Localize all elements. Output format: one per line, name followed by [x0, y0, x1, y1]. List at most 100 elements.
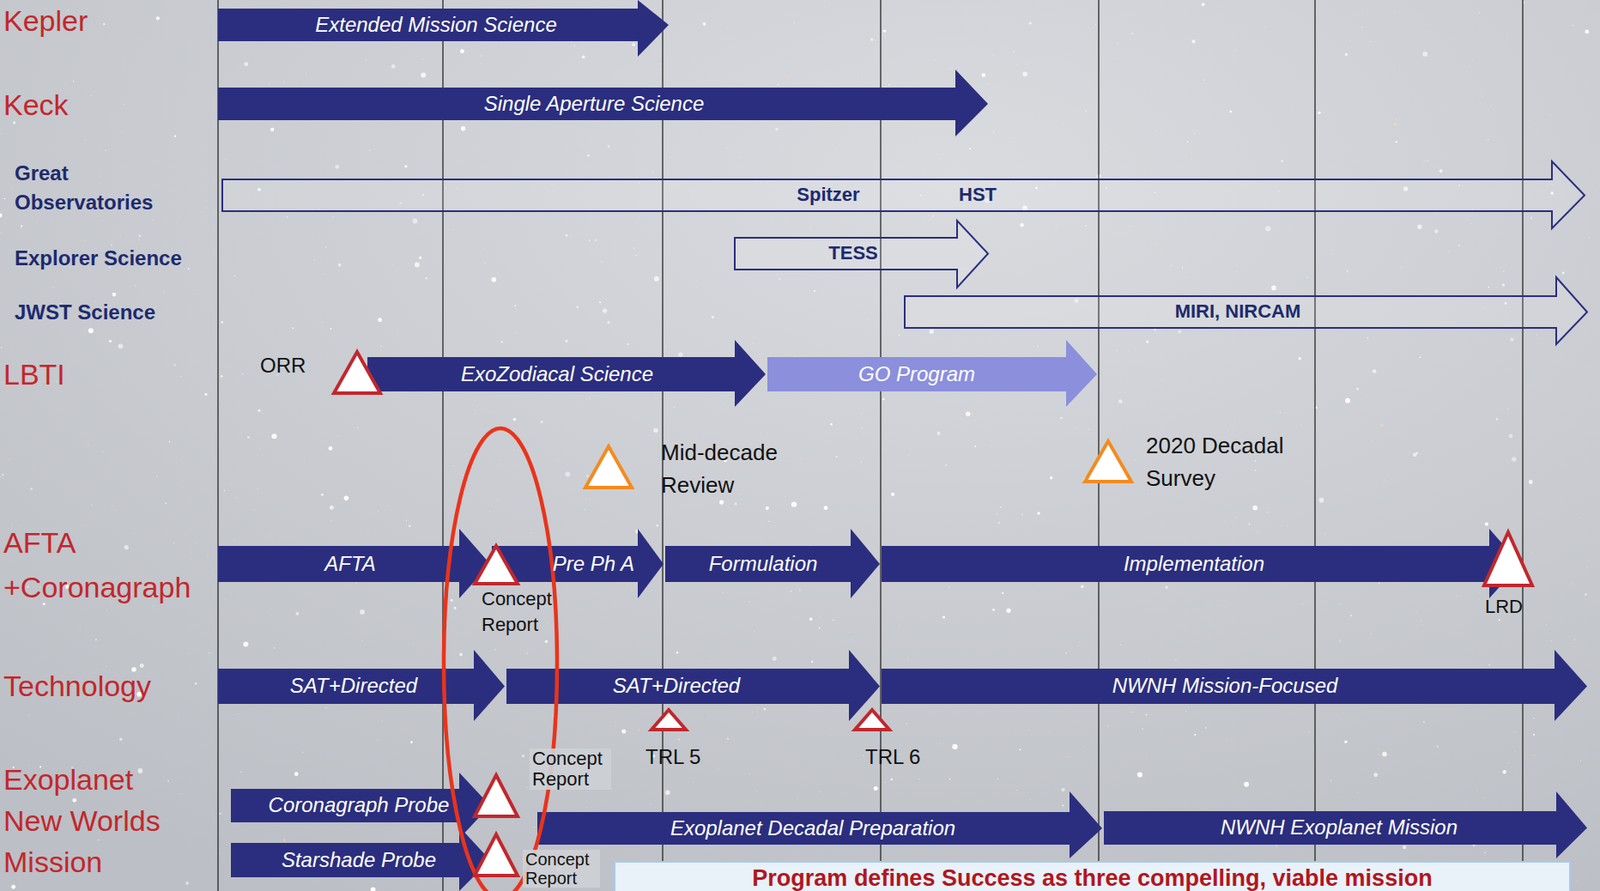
star — [270, 613, 273, 616]
timeline-arrow: MIRI, NIRCAM — [904, 277, 1588, 345]
star — [1429, 30, 1431, 32]
star — [1502, 283, 1505, 286]
star — [165, 818, 168, 820]
row-label: LBTI — [3, 357, 66, 392]
star — [1378, 582, 1380, 584]
star — [578, 400, 581, 403]
star — [606, 321, 610, 324]
star — [1164, 585, 1169, 589]
year-gridlines — [218, 0, 1523, 891]
star — [1148, 658, 1151, 661]
timeline-arrow: SpitzerHST — [222, 161, 1585, 229]
star — [104, 149, 107, 152]
star — [1511, 456, 1516, 461]
star — [1448, 250, 1450, 253]
star — [770, 648, 773, 650]
star — [1300, 424, 1303, 426]
star — [474, 412, 477, 414]
star — [1206, 600, 1208, 603]
star — [1200, 542, 1202, 545]
star — [1370, 440, 1373, 443]
star — [709, 660, 711, 663]
star — [1372, 369, 1377, 374]
star — [1029, 21, 1032, 25]
timeline-arrow: NWNH Exoplanet Mission — [1103, 791, 1588, 859]
star — [1499, 272, 1502, 274]
star — [1185, 277, 1187, 279]
arrow-label: Coronagraph Probe — [268, 793, 450, 819]
arrow-path — [222, 161, 1585, 229]
star — [1487, 139, 1489, 140]
star — [359, 609, 365, 615]
arrow-path — [367, 339, 766, 407]
star — [693, 633, 696, 636]
star — [156, 16, 160, 20]
text-holder: TESS — [828, 242, 878, 265]
star — [1016, 64, 1019, 67]
star — [1533, 717, 1534, 719]
arrow-path — [218, 0, 669, 57]
star — [1378, 747, 1381, 750]
star — [589, 497, 592, 500]
arrow-label: Starshade Probe — [281, 848, 437, 873]
star — [650, 803, 652, 805]
star — [369, 149, 370, 151]
star — [1415, 452, 1419, 455]
star — [1091, 232, 1094, 235]
label-holder: Great Observatories — [14, 158, 187, 218]
star — [1565, 269, 1568, 272]
star — [813, 290, 816, 292]
star — [109, 339, 112, 343]
star — [1233, 418, 1236, 420]
star — [224, 490, 225, 491]
star — [1535, 128, 1538, 131]
star — [199, 288, 201, 291]
star — [1357, 791, 1359, 794]
star — [96, 215, 99, 218]
star — [1589, 478, 1592, 481]
star — [119, 738, 122, 741]
text-holder: SAT+Directed — [290, 673, 418, 699]
star — [614, 721, 617, 724]
star — [636, 222, 638, 225]
star — [418, 647, 420, 649]
star — [789, 454, 791, 456]
star — [950, 67, 952, 70]
star — [1342, 711, 1345, 714]
star — [919, 139, 922, 141]
star — [98, 175, 101, 177]
star — [1339, 639, 1342, 643]
star — [1054, 147, 1057, 150]
star — [1120, 643, 1122, 645]
star — [268, 533, 270, 534]
star — [224, 598, 227, 600]
label-holder: TRL 6 — [865, 744, 921, 770]
star — [1396, 292, 1399, 295]
star — [918, 778, 920, 780]
star — [1562, 271, 1565, 274]
star — [939, 742, 941, 745]
star — [185, 881, 189, 885]
star — [1369, 41, 1371, 43]
star — [1361, 26, 1364, 29]
star — [329, 505, 334, 510]
star — [993, 131, 994, 133]
text-holder: AFTA — [324, 551, 376, 577]
star — [1592, 185, 1594, 188]
star — [1137, 772, 1143, 778]
star — [1182, 641, 1185, 643]
star — [177, 717, 180, 720]
star — [665, 790, 671, 796]
star — [861, 427, 864, 430]
text-holder: NWNH Exoplanet Mission — [1220, 815, 1458, 841]
star — [410, 740, 413, 744]
star — [1339, 603, 1341, 606]
star — [1387, 67, 1389, 70]
star — [0, 213, 3, 219]
star — [713, 770, 716, 773]
star — [1528, 119, 1531, 122]
star — [1579, 517, 1582, 520]
star — [1061, 804, 1064, 807]
star — [1318, 111, 1322, 115]
